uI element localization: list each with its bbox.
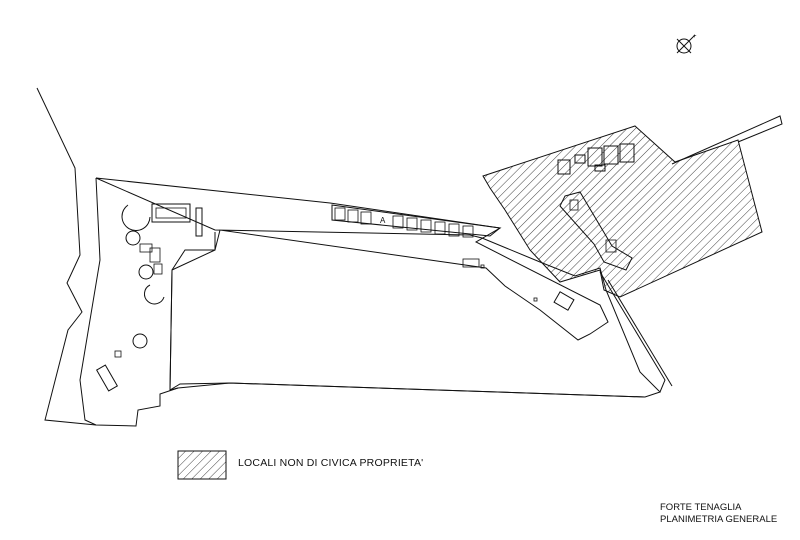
marker [480, 264, 485, 269]
barracks-row: A [331, 204, 502, 238]
guard-house [553, 291, 575, 311]
title-line-2: PLANIMETRIA GENERALE [660, 514, 778, 525]
title-block: FORTE TENAGLIA PLANIMETRIA GENERALE [660, 502, 777, 526]
hatched-area-structures [557, 143, 635, 271]
access-road-south-2 [607, 279, 673, 387]
gate-post [462, 258, 480, 268]
terrain-contour-west [36, 87, 179, 427]
inner-wall [169, 232, 646, 398]
west-bastion-structures [95, 203, 203, 392]
outer-wall [79, 177, 101, 426]
legend-swatch [177, 450, 227, 480]
legend-label: LOCALI NON DI CIVICA PROPRIETA' [238, 457, 424, 469]
access-road-south [599, 271, 666, 393]
building-label-a: A [380, 216, 386, 225]
title-line-1: FORTE TENAGLIA [660, 502, 742, 513]
north-arrow-icon: + [676, 34, 697, 54]
svg-text:+: + [693, 34, 697, 40]
hatched-area-non-civic [482, 125, 763, 298]
marker [533, 297, 538, 302]
access-road [671, 115, 783, 165]
